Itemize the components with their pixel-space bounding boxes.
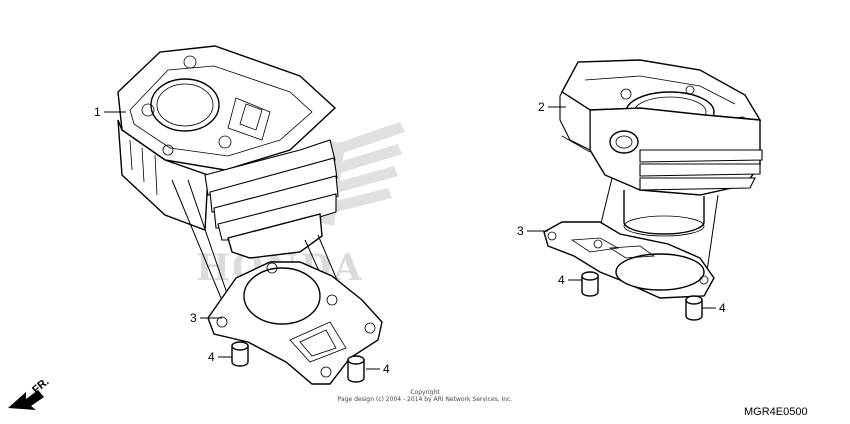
right-gasket[interactable] <box>543 221 715 299</box>
left-cylinder[interactable] <box>117 45 359 336</box>
callout-3-gasket-left[interactable]: 3 <box>190 311 197 325</box>
front-direction-indicator: FR. <box>8 376 52 410</box>
callout-3-gasket-right[interactable]: 3 <box>517 224 524 238</box>
callout-1-cylinder[interactable]: 1 <box>94 105 101 119</box>
copyright-line-1: Copyright <box>410 389 440 396</box>
right-cylinder[interactable] <box>559 59 763 279</box>
callout-4-dowel-left[interactable]: 4 <box>208 350 215 364</box>
callout-4-dowel-left-b[interactable]: 4 <box>383 362 390 376</box>
callout-4-dowel-right[interactable]: 4 <box>558 273 565 287</box>
callout-2-cylinder[interactable]: 2 <box>538 100 545 114</box>
left-dowel-b[interactable] <box>347 355 365 383</box>
left-gasket[interactable] <box>207 261 383 385</box>
leader-lines <box>104 106 716 370</box>
diagram-reference-code: MGR4E0500 <box>744 406 808 418</box>
right-dowel-b[interactable] <box>685 295 703 321</box>
callout-4-dowel-right-b[interactable]: 4 <box>719 301 726 315</box>
front-direction-arrow-icon <box>8 390 44 410</box>
left-dowel[interactable] <box>231 341 249 367</box>
right-dowel[interactable] <box>581 271 599 297</box>
front-direction-label: FR. <box>30 376 51 397</box>
copyright-line-2: Page design (c) 2004 - 2014 by ARI Netwo… <box>338 396 513 403</box>
